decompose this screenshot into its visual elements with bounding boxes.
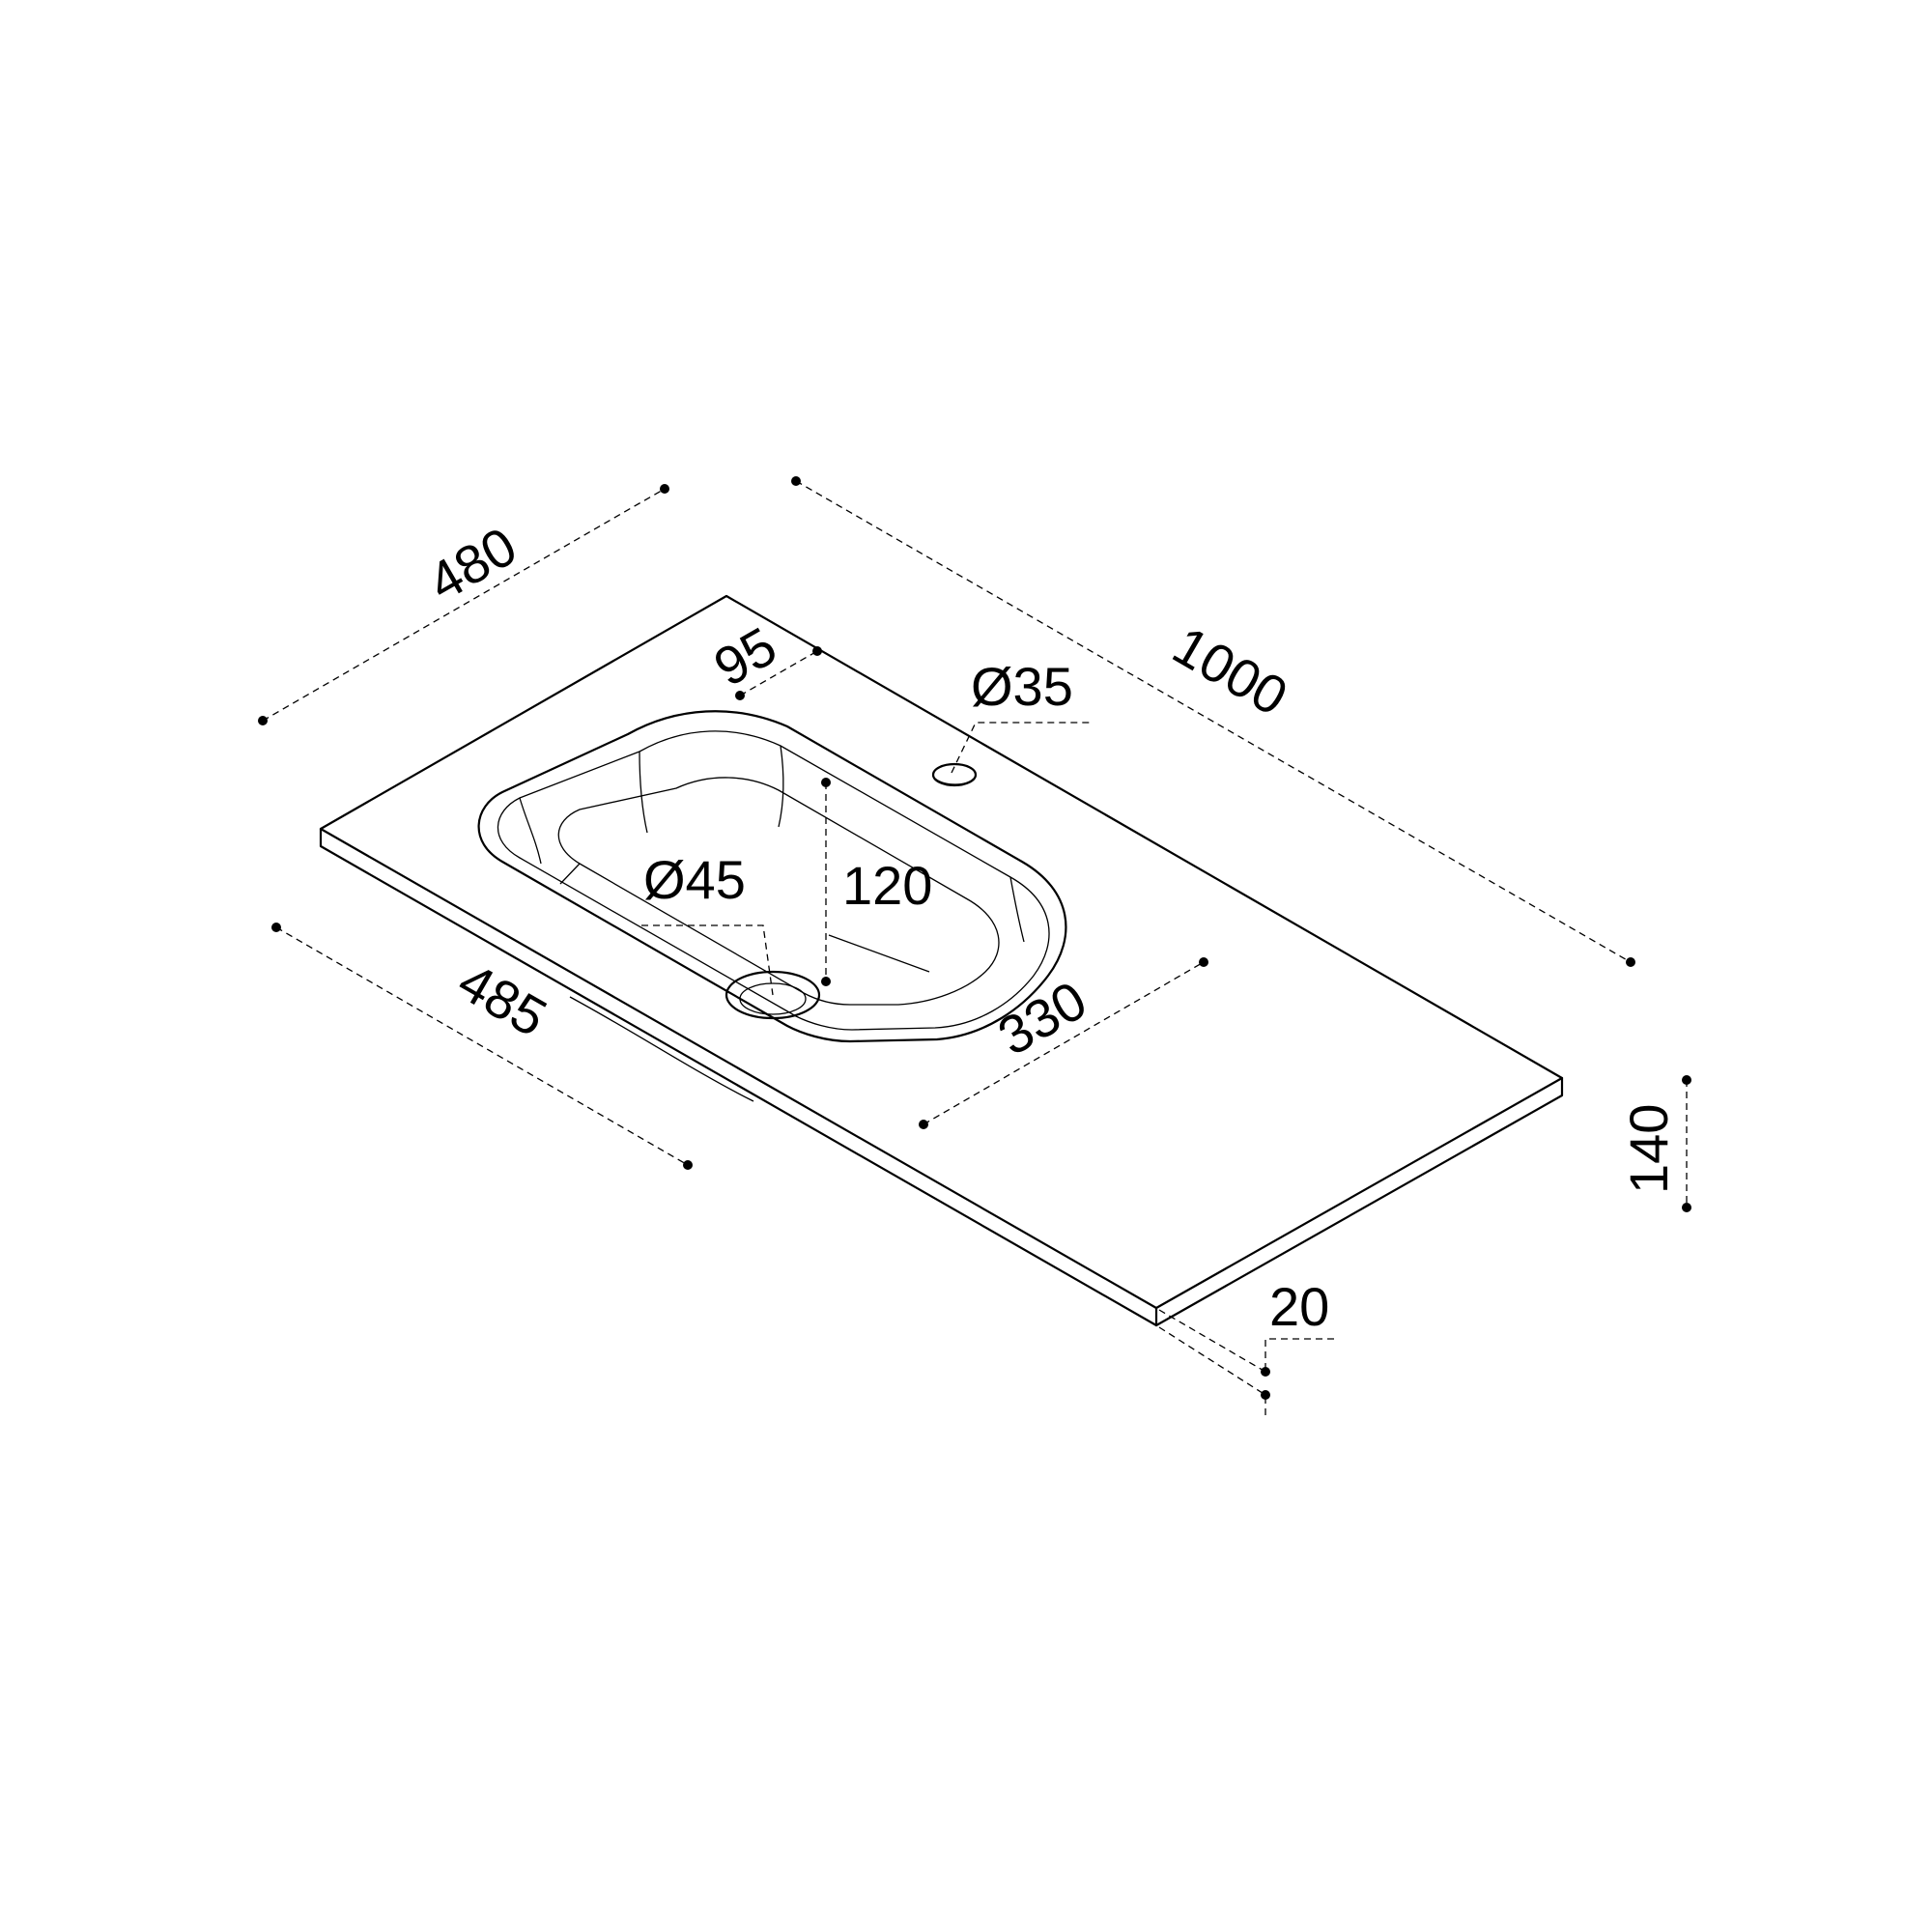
dimension-depth-label: 480 (418, 515, 526, 612)
tap-hole (931, 762, 978, 787)
bowl-underside (569, 996, 754, 1102)
basin-wall-line-3 (519, 797, 542, 865)
countertop-front-edge (319, 827, 1158, 1327)
basin-wall-line-5 (559, 863, 581, 885)
dimension-tap-offset-label: 95 (704, 615, 786, 698)
tap-hole-inner (934, 778, 975, 785)
dimension-depth: 480 (258, 484, 669, 725)
countertop-right-edge (1154, 1076, 1564, 1327)
dimension-basin-width: 330 (919, 957, 1208, 1129)
dimension-basin-length: 485 (271, 923, 693, 1170)
dimension-top-thickness-label: 20 (1269, 1276, 1329, 1337)
dimension-basin-depth-label: 120 (842, 855, 932, 916)
basin-wall-line-4 (1009, 876, 1025, 943)
dimension-tap-hole: Ø35 (951, 656, 1090, 774)
basin (477, 710, 1067, 1043)
dimension-length-label: 1000 (1163, 614, 1297, 727)
dimension-total-height-label: 140 (1618, 1104, 1679, 1194)
basin-wall-line-1 (639, 751, 648, 834)
dimension-drain: Ø45 (641, 849, 774, 996)
drain-inner (739, 982, 807, 1015)
dimension-basin-width-label: 330 (988, 969, 1096, 1066)
dimension-total-height: 140 (1618, 1075, 1691, 1212)
basin-inner-rim (497, 730, 1050, 1031)
dimension-drain-label: Ø45 (643, 849, 746, 910)
basin-wall-line-6 (828, 934, 930, 973)
dimension-tap-hole-label: Ø35 (971, 656, 1073, 717)
basin-wall-line-2 (778, 745, 784, 828)
drain-outer (724, 970, 821, 1020)
dimension-basin-depth: 120 (821, 778, 932, 986)
dimension-tap-offset: 95 (704, 615, 822, 700)
dimension-top-thickness: 20 (1158, 1276, 1335, 1420)
basin-outer-rim (477, 710, 1067, 1043)
countertop (319, 594, 1564, 1327)
basin-floor (557, 777, 1000, 1006)
dimension-basin-length-label: 485 (448, 951, 556, 1048)
